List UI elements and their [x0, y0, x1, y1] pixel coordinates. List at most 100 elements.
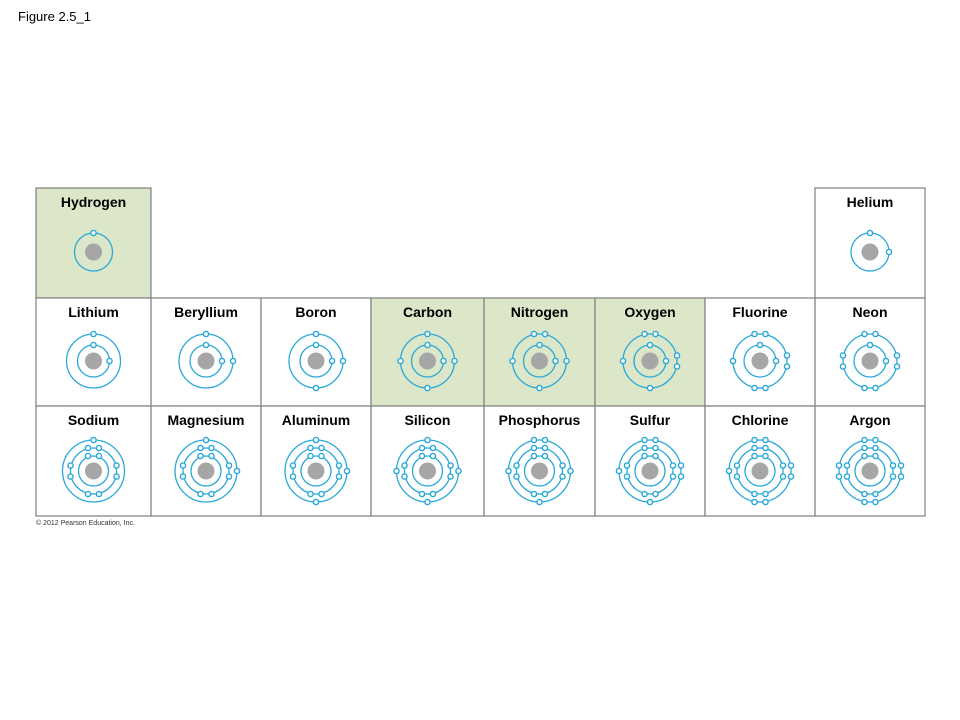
- electron: [397, 357, 404, 365]
- cell-background: [35, 187, 152, 299]
- electron: [872, 452, 879, 460]
- electron: [783, 352, 791, 359]
- electron: [513, 473, 520, 480]
- electron: [318, 490, 325, 498]
- electron: [866, 341, 874, 349]
- cell-background: [35, 405, 152, 517]
- cell-background: [260, 405, 372, 517]
- electron: [418, 452, 426, 460]
- electron: [835, 473, 843, 480]
- electron: [623, 473, 631, 480]
- electron: [312, 330, 320, 338]
- electron: [541, 330, 549, 338]
- electron: [872, 436, 879, 444]
- nucleus: [531, 352, 548, 370]
- nucleus: [419, 462, 436, 480]
- cell-background: [483, 405, 596, 517]
- element-name: Carbon: [403, 304, 452, 320]
- element-name: Beryllium: [174, 304, 238, 320]
- electron: [619, 357, 627, 365]
- electron: [889, 473, 897, 480]
- electron: [307, 452, 314, 460]
- electron: [762, 330, 769, 338]
- electron: [90, 229, 97, 237]
- electron: [530, 330, 538, 338]
- electron: [893, 352, 901, 359]
- electron-shell: [190, 455, 222, 487]
- electron-shell: [411, 455, 444, 487]
- electron-shell: [736, 447, 784, 495]
- electron: [90, 436, 97, 444]
- electron: [218, 357, 226, 365]
- electron: [839, 363, 847, 370]
- electron: [447, 462, 454, 469]
- electron: [84, 444, 92, 452]
- electron: [113, 462, 120, 469]
- electron: [197, 452, 204, 460]
- element-cell-lithium: Lithium: [35, 297, 152, 407]
- electron: [225, 473, 233, 480]
- element-name: Aluminum: [282, 412, 350, 428]
- electron: [424, 341, 431, 349]
- electron: [447, 473, 454, 480]
- electron: [762, 498, 769, 506]
- electron: [429, 452, 437, 460]
- element-name: Argon: [849, 412, 890, 428]
- electron: [843, 462, 851, 469]
- electron: [641, 330, 648, 338]
- electron: [312, 498, 320, 506]
- element-name: Sulfur: [630, 412, 671, 428]
- electron: [893, 363, 901, 370]
- electron-shell: [842, 333, 898, 389]
- electron: [669, 473, 677, 480]
- electron: [885, 248, 893, 256]
- element-name: Hydrogen: [61, 194, 126, 210]
- electron: [418, 444, 426, 452]
- electron: [552, 357, 559, 365]
- electron-shell: [838, 439, 902, 503]
- electron: [289, 462, 297, 469]
- element-cell-neon: Neon: [814, 297, 926, 407]
- electron: [90, 341, 97, 349]
- electron: [673, 352, 681, 359]
- element-name: Phosphorus: [499, 412, 581, 428]
- element-cell-chlorine: Chlorine: [704, 405, 816, 517]
- cell-background: [150, 405, 262, 517]
- nucleus: [751, 462, 769, 480]
- electron: [897, 462, 905, 469]
- electron: [418, 490, 426, 498]
- electron: [318, 444, 325, 452]
- electron: [779, 462, 787, 469]
- electron: [641, 452, 648, 460]
- electron: [307, 444, 314, 452]
- electron: [751, 330, 758, 338]
- electron: [197, 490, 204, 498]
- electron-shell: [626, 447, 674, 495]
- electron: [530, 436, 538, 444]
- electron: [787, 462, 795, 469]
- electron: [67, 462, 74, 469]
- electron: [536, 341, 543, 349]
- electron: [772, 357, 780, 365]
- electron: [623, 462, 631, 469]
- element-name: Oxygen: [624, 304, 675, 320]
- electron: [505, 467, 512, 475]
- element-cell-helium: Helium: [814, 187, 926, 299]
- electron: [509, 357, 516, 365]
- element-name: Nitrogen: [511, 304, 569, 320]
- electron: [335, 462, 343, 469]
- electron: [513, 462, 520, 469]
- element-cell-hydrogen: Hydrogen: [35, 187, 152, 299]
- electron: [889, 462, 897, 469]
- electron: [673, 363, 681, 370]
- electron: [530, 444, 538, 452]
- electron: [872, 498, 879, 506]
- electron: [897, 473, 905, 480]
- electron: [429, 490, 437, 498]
- electron: [312, 384, 320, 392]
- electron: [872, 444, 879, 452]
- nucleus: [85, 352, 102, 370]
- electron: [95, 444, 103, 452]
- electron: [652, 452, 659, 460]
